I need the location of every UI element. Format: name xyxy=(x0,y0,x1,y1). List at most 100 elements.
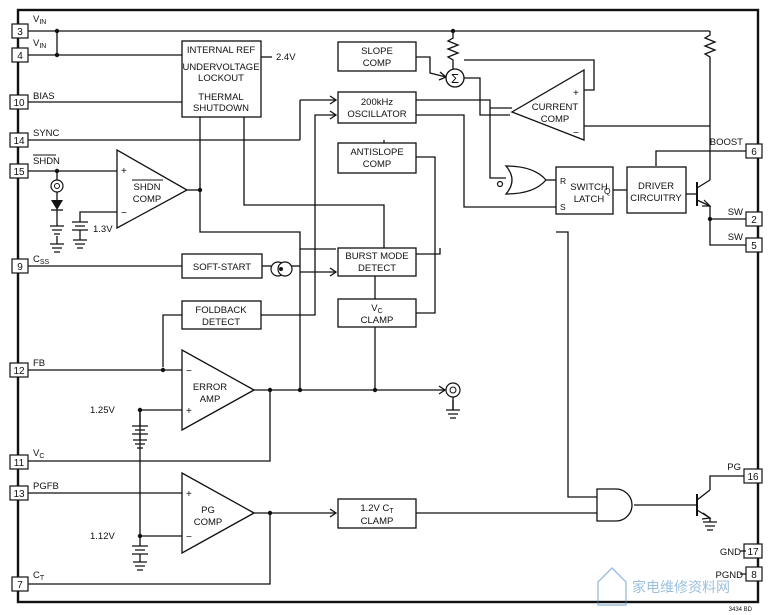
pin-13: 13 PGFB xyxy=(9,481,59,501)
svg-text:17: 17 xyxy=(747,547,759,558)
svg-text:SW: SW xyxy=(728,207,743,218)
chip-outline xyxy=(16,8,760,604)
and-gate xyxy=(596,488,633,522)
pin-label-css: CSS xyxy=(33,254,50,266)
svg-text:DETECT: DETECT xyxy=(358,263,396,274)
svg-text:1.2V CT: 1.2V CT xyxy=(360,503,394,515)
slope-comp-block: SLOPE COMP xyxy=(337,41,417,72)
svg-text:1.3V: 1.3V xyxy=(93,224,113,235)
pin-label-vin-2: VIN xyxy=(33,38,46,50)
antislope-block: ANTISLOPE COMP xyxy=(337,142,417,174)
pin-5: 5 SW xyxy=(728,232,763,253)
svg-text:9: 9 xyxy=(17,262,23,273)
svg-text:CLAMP: CLAMP xyxy=(361,516,394,527)
svg-text:CLAMP: CLAMP xyxy=(361,315,394,326)
svg-text:4: 4 xyxy=(17,51,23,62)
driver-block: DRIVER CIRCUITRY xyxy=(626,166,687,214)
pin-6: 6 BOOST xyxy=(710,137,763,159)
svg-text:BOOST: BOOST xyxy=(710,137,743,148)
svg-text:Q: Q xyxy=(604,186,611,196)
svg-text:+: + xyxy=(186,489,192,500)
soft-start-block: SOFT-START xyxy=(181,253,263,279)
svg-text:UNDERVOLTAGE: UNDERVOLTAGE xyxy=(182,62,259,73)
current-source-shdn xyxy=(50,179,64,211)
svg-text:COMP: COMP xyxy=(133,194,162,205)
svg-text:13: 13 xyxy=(13,489,25,500)
svg-text:1.12V: 1.12V xyxy=(90,531,115,542)
svg-text:−: − xyxy=(121,208,127,219)
pin-14: 14 SYNC xyxy=(9,128,60,148)
svg-text:GND: GND xyxy=(720,547,741,558)
shdn-comp: SHDN COMP + − xyxy=(116,148,189,230)
foldback-block: FOLDBACK DETECT xyxy=(181,300,262,330)
pin-2: 2 SW xyxy=(728,207,763,227)
svg-text:AMP: AMP xyxy=(200,394,221,405)
svg-text:SYNC: SYNC xyxy=(33,128,60,139)
svg-text:5: 5 xyxy=(751,241,757,252)
switch-latch-block: SWITCH LATCH R S Q xyxy=(555,166,614,215)
svg-text:−: − xyxy=(573,128,579,139)
svg-text:CURRENT: CURRENT xyxy=(532,102,579,113)
svg-text:COMP: COMP xyxy=(541,114,570,125)
svg-text:8: 8 xyxy=(751,570,757,581)
svg-text:SW: SW xyxy=(728,232,743,243)
current-sink-error xyxy=(445,382,461,419)
svg-text:LATCH: LATCH xyxy=(574,194,605,205)
ref-block: INTERNAL REF UNDERVOLTAGE LOCKOUT THERMA… xyxy=(181,40,296,118)
svg-text:+: + xyxy=(186,406,192,417)
watermark: 家电维修资料网 xyxy=(597,567,730,606)
svg-text:14: 14 xyxy=(13,136,25,147)
svg-text:THERMAL: THERMAL xyxy=(198,92,243,103)
svg-text:−: − xyxy=(186,366,192,377)
svg-text:PG: PG xyxy=(727,462,741,473)
svg-text:家电维修资料网: 家电维修资料网 xyxy=(632,579,730,596)
pin-15: 15 SHDN xyxy=(9,154,60,179)
pin-11: 11 VC xyxy=(9,448,44,470)
svg-text:10: 10 xyxy=(13,98,25,109)
svg-text:PG: PG xyxy=(201,505,215,516)
pg-comp: PG COMP + − xyxy=(181,471,256,555)
svg-text:FB: FB xyxy=(33,358,45,369)
ref-1v12: 1.12V xyxy=(90,531,148,571)
svg-text:BIAS: BIAS xyxy=(33,91,55,102)
svg-text:SHDN: SHDN xyxy=(134,182,161,193)
burst-mode-block: BURST MODE DETECT xyxy=(337,247,417,277)
current-comp: CURRENT COMP + − xyxy=(510,68,585,141)
svg-text:Σ: Σ xyxy=(451,71,459,86)
svg-text:BURST MODE: BURST MODE xyxy=(345,251,408,262)
svg-text:SLOPE: SLOPE xyxy=(361,46,393,57)
svg-text:16: 16 xyxy=(747,472,759,483)
svg-text:+: + xyxy=(121,166,127,177)
ground-shdn xyxy=(50,225,64,253)
svg-text:PGND: PGND xyxy=(716,570,744,581)
ref-output-label: 2.4V xyxy=(276,52,296,63)
svg-text:ERROR: ERROR xyxy=(193,382,227,393)
ct-clamp-block: 1.2V CT CLAMP xyxy=(337,498,417,529)
battery-1v3: 1.3V xyxy=(72,221,113,249)
svg-text:VC: VC xyxy=(371,303,382,315)
svg-text:R: R xyxy=(560,176,566,186)
summing-node: Σ xyxy=(445,68,465,88)
pin-10: 10 BIAS xyxy=(9,91,55,110)
svg-text:LOCKOUT: LOCKOUT xyxy=(198,73,244,84)
svg-text:1.25V: 1.25V xyxy=(90,405,115,416)
svg-text:SOFT-START: SOFT-START xyxy=(193,262,251,273)
svg-text:200kHz: 200kHz xyxy=(361,97,393,108)
pin-label-vc: VC xyxy=(33,448,44,460)
pin-12: 12 FB xyxy=(9,358,45,378)
svg-text:CIRCUITRY: CIRCUITRY xyxy=(630,193,682,204)
svg-text:6: 6 xyxy=(751,147,757,158)
pin-7: 7 CT xyxy=(11,570,45,592)
svg-text:S: S xyxy=(560,202,566,212)
svg-text:15: 15 xyxy=(13,167,25,178)
oscillator-block: 200kHz OSCILLATOR xyxy=(337,91,417,124)
current-source-css xyxy=(270,261,293,277)
pin-16: 16 PG xyxy=(727,462,763,484)
pin-8: 8 PGND xyxy=(716,566,763,582)
svg-text:INTERNAL REF: INTERNAL REF xyxy=(187,45,255,56)
svg-text:COMP: COMP xyxy=(194,517,223,528)
svg-text:7: 7 xyxy=(17,580,23,591)
pg-transistor xyxy=(696,489,717,531)
svg-text:2: 2 xyxy=(751,215,757,226)
